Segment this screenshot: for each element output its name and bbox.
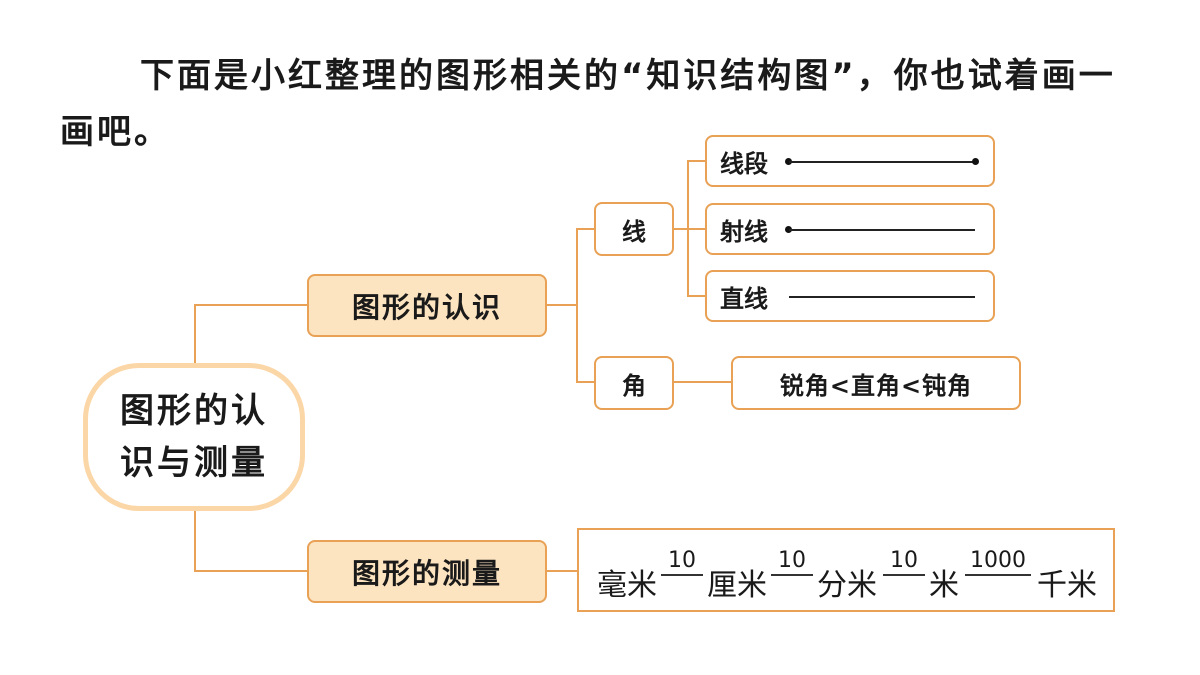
unit-conversion-box: 毫米 10 厘米 10 分米 10 米 1000 千米 <box>577 528 1115 612</box>
root-node: 图形的认识与测量 <box>83 363 305 511</box>
connector-root-recognition <box>194 304 307 363</box>
unit-kilometer: 千米 <box>1037 568 1097 603</box>
line-type-segment: 线段 <box>705 135 995 187</box>
connector-line-angle-spine <box>576 228 594 383</box>
ratio-m-km: 1000 <box>965 550 1031 576</box>
measurement-label: 图形的测量 <box>351 556 502 590</box>
line-type-straight: 直线 <box>705 270 995 322</box>
ray-line-symbol <box>789 229 975 231</box>
line-type-ray: 射线 <box>705 203 995 255</box>
line-node: 线 <box>594 202 674 256</box>
ray-endpoint <box>785 226 792 233</box>
connector-root-measurement <box>194 511 307 572</box>
intro-text: 下面是小红整理的图形相关的“知识结构图”，你也试着画一画吧。 <box>60 56 1116 152</box>
measurement-node: 图形的测量 <box>307 540 547 603</box>
ratio-value: 10 <box>890 548 918 573</box>
angle-node: 角 <box>594 356 674 410</box>
root-label: 图形的认识与测量 <box>120 391 268 483</box>
line-type-label: 直线 <box>720 284 768 313</box>
unit-millimeter: 毫米 <box>597 568 657 603</box>
ratio-dm-m: 10 <box>883 550 925 576</box>
angle-order-box: 锐角<直角<钝角 <box>731 356 1021 410</box>
segment-line-symbol <box>789 161 975 163</box>
ratio-value: 10 <box>668 548 696 573</box>
unit-centimeter: 厘米 <box>707 568 767 603</box>
unit-decimeter: 分米 <box>817 568 877 603</box>
unit-meter: 米 <box>929 568 959 603</box>
ratio-cm-dm: 10 <box>771 550 813 576</box>
recognition-label: 图形的认识 <box>351 290 502 324</box>
straight-line-symbol <box>789 296 975 298</box>
angle-node-label: 角 <box>622 371 646 400</box>
segment-endpoint-end <box>972 158 979 165</box>
ratio-mm-cm: 10 <box>661 550 703 576</box>
ratio-value: 10 <box>778 548 806 573</box>
line-type-label: 射线 <box>720 217 768 246</box>
segment-endpoint-start <box>785 158 792 165</box>
ratio-value: 1000 <box>970 548 1026 573</box>
line-node-label: 线 <box>622 217 646 246</box>
line-type-label: 线段 <box>720 149 768 178</box>
angle-order-label: 锐角<直角<钝角 <box>779 371 973 400</box>
recognition-node: 图形的认识 <box>307 274 547 337</box>
